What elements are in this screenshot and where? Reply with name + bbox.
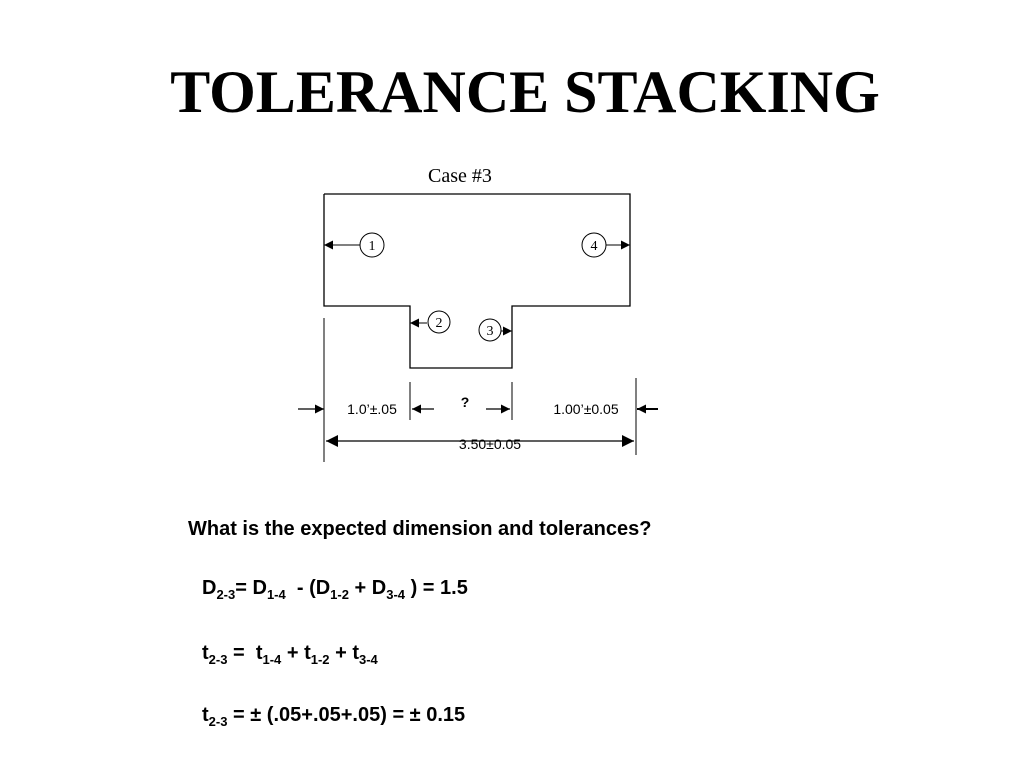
case-label: Case #3	[428, 165, 492, 187]
page-title: TOLERANCE STACKING	[170, 59, 880, 125]
dim-overall-label: 3.50±0.05	[459, 436, 521, 452]
surface-3-balloon	[478, 318, 502, 342]
surface-4-label: 4	[591, 239, 598, 254]
surface-2-label: 2	[436, 316, 443, 331]
surface-2-balloon	[427, 310, 451, 334]
surface-1-label: 1	[369, 239, 376, 254]
equation-nominal: D2-3= D1-4 - (D1-2 + D3-4 ) = 1.5	[202, 577, 468, 602]
question-text: What is the expected dimension and toler…	[188, 518, 652, 540]
surface-3-label: 3	[487, 324, 494, 339]
part-outline	[323, 193, 631, 369]
equation-tolerance-sum: t2-3 = t1-4 + t1-2 + t3-4	[202, 642, 378, 667]
dim-middle-label: ?	[461, 394, 470, 410]
dim-left-label: 1.0’±.05	[347, 401, 397, 417]
surface-4-balloon	[581, 232, 607, 258]
equation-tolerance-result: t2-3 = ± (.05+.05+.05) = ± 0.15	[202, 704, 466, 729]
dim-right-label: 1.00’±0.05	[553, 401, 619, 417]
surface-1-balloon	[359, 232, 385, 258]
